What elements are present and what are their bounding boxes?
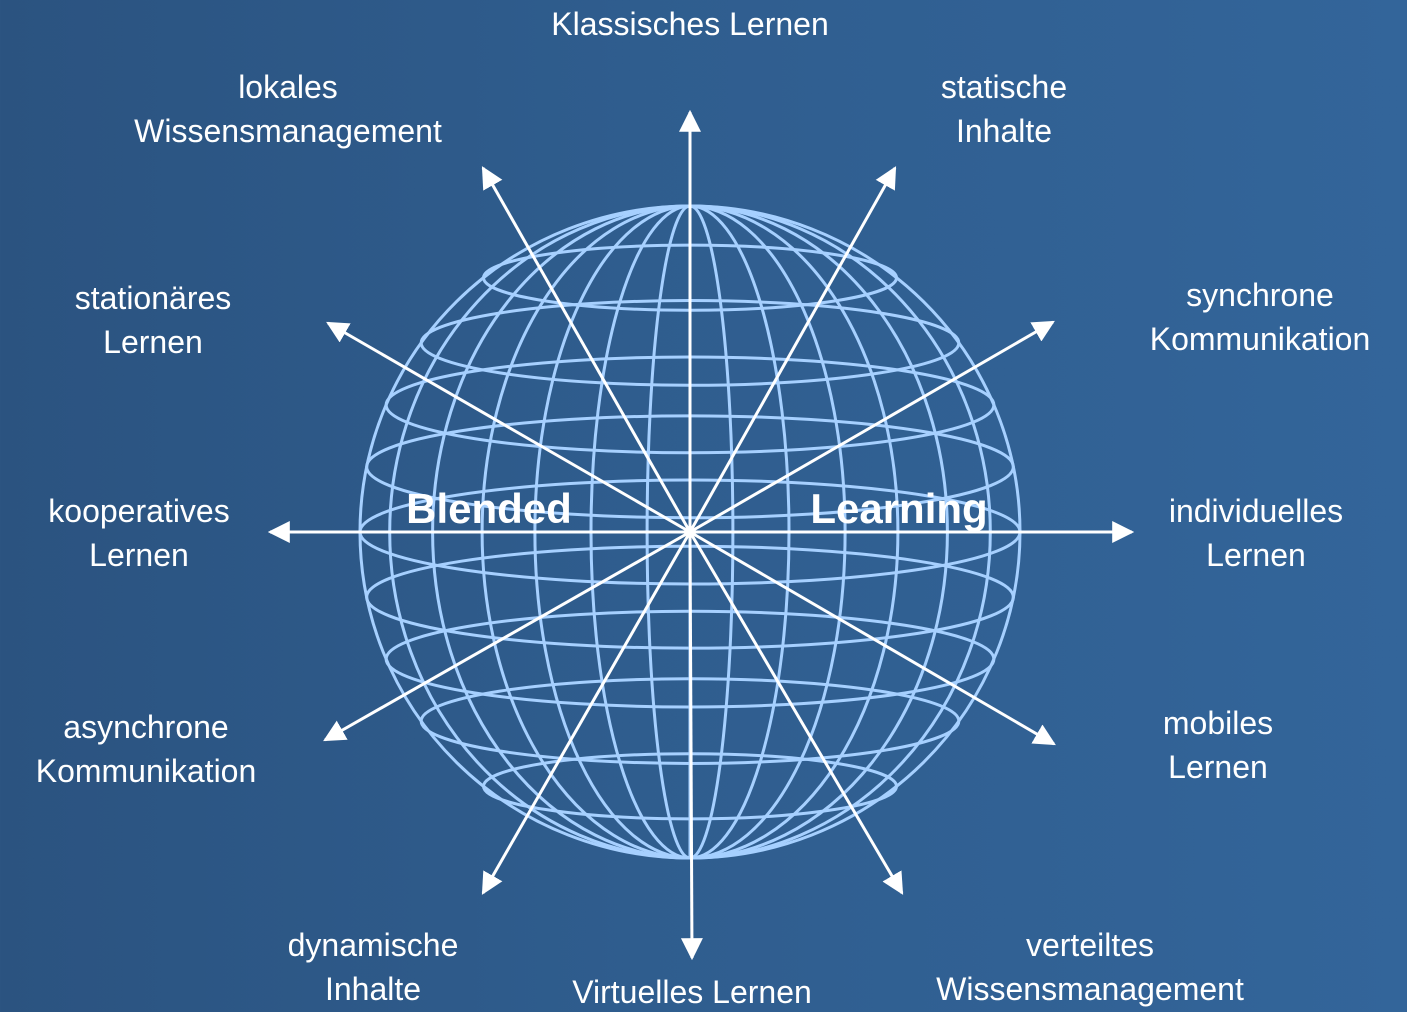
axis-arrow	[688, 166, 897, 533]
label-virtuelles-lernen: Virtuelles Lernen	[572, 974, 812, 1010]
axis-arrow	[688, 531, 904, 895]
center-label-learning: Learning	[810, 485, 988, 532]
axis-arrow	[481, 166, 692, 533]
axis-arrow	[680, 531, 703, 961]
axis-arrows	[267, 109, 1135, 961]
axis-arrow	[689, 530, 1056, 746]
center-label-blended: Blended	[406, 485, 572, 532]
axis-arrow	[326, 321, 691, 534]
axis-arrow	[481, 531, 692, 895]
axis-arrow	[323, 530, 691, 742]
axis-arrow	[689, 320, 1055, 534]
label-klassisches-lernen: Klassisches Lernen	[551, 6, 829, 42]
